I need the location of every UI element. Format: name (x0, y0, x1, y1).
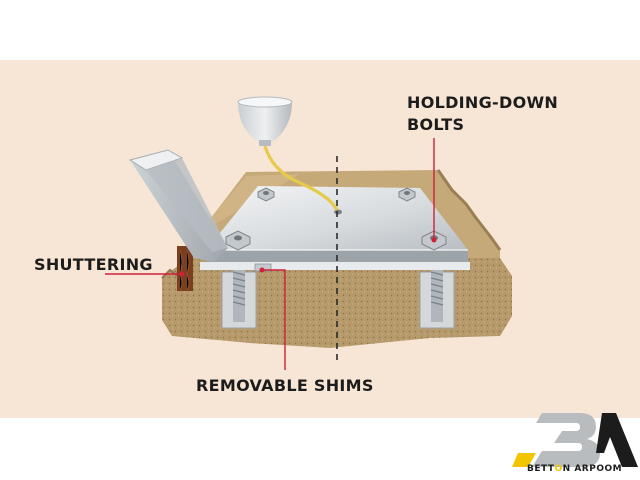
brand-logo (512, 413, 638, 467)
leader-lines (105, 138, 435, 370)
grout-funnel (238, 102, 292, 142)
logo-mark-b (532, 413, 600, 467)
label-holding-down-bolts: HOLDING-DOWN BOLTS (407, 92, 558, 136)
brand-name-part2: N ARPOOM (562, 464, 623, 474)
grout-hole (334, 209, 342, 215)
grout-layer (200, 262, 470, 270)
logo-mark-a (596, 413, 638, 467)
steel-base-plate-top (206, 186, 468, 250)
nut-front-left (225, 230, 251, 251)
nut-back-left (257, 187, 275, 202)
label-holding-down-line2: BOLTS (407, 115, 465, 134)
brand-name-part1: BETT (527, 464, 555, 474)
label-holding-down-line1: HOLDING-DOWN (407, 93, 559, 112)
grout-stream (263, 145, 339, 211)
logo-mark-accent (512, 453, 536, 467)
label-shuttering: SHUTTERING (34, 255, 153, 274)
leader-shims (262, 269, 286, 370)
brand-name: BETTON ARPOOM (527, 464, 622, 474)
brand-name-accent: O (554, 464, 563, 474)
label-removable-shims: REMOVABLE SHIMS (196, 376, 374, 395)
nut-back-right (398, 187, 416, 202)
